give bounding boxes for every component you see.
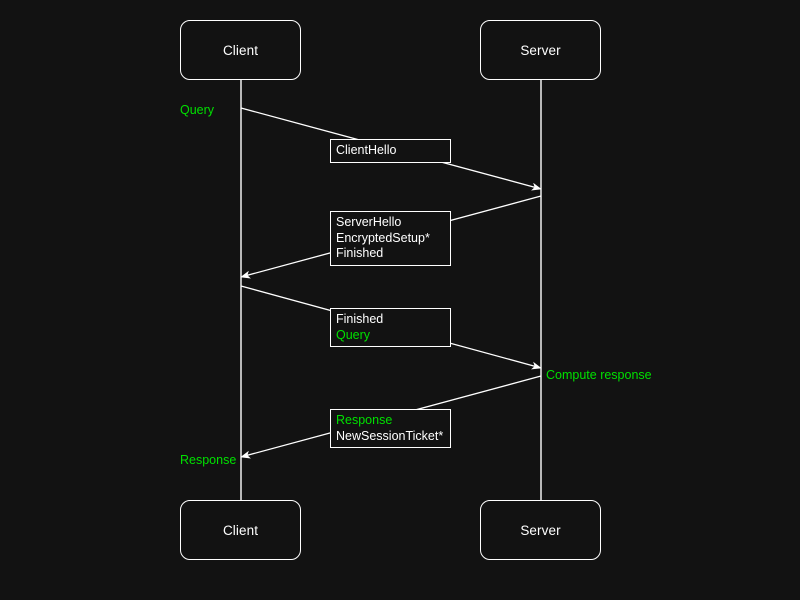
message-line: Finished [336, 312, 384, 326]
note-compute-response: Compute response [546, 368, 652, 382]
actor-client-top-label: Client [222, 42, 259, 58]
actor-client-bottom[interactable]: Client [180, 500, 301, 560]
message-line: Response [336, 413, 393, 427]
message-box-client-hello[interactable]: ClientHello [330, 139, 451, 163]
message-line: ServerHello [336, 215, 402, 229]
actor-client-bottom-label: Client [222, 522, 259, 538]
message-line: EncryptedSetup* [336, 230, 430, 245]
message-line: NewSessionTicket* [336, 428, 444, 443]
message-line: Finished [336, 246, 384, 260]
message-box-server-hello[interactable]: ServerHello EncryptedSetup* Finished [330, 211, 451, 266]
message-box-finished-query[interactable]: Finished Query [330, 308, 451, 347]
note-response: Response [180, 453, 237, 467]
actor-server-bottom-label: Server [520, 522, 561, 538]
actor-server-top[interactable]: Server [480, 20, 601, 80]
message-line: Query [336, 327, 371, 342]
actor-client-top[interactable]: Client [180, 20, 301, 80]
note-query: Query [180, 103, 215, 117]
message-box-response-ticket[interactable]: Response NewSessionTicket* [330, 409, 451, 448]
actor-server-top-label: Server [520, 42, 561, 58]
actor-server-bottom[interactable]: Server [480, 500, 601, 560]
message-line: ClientHello [336, 143, 397, 157]
